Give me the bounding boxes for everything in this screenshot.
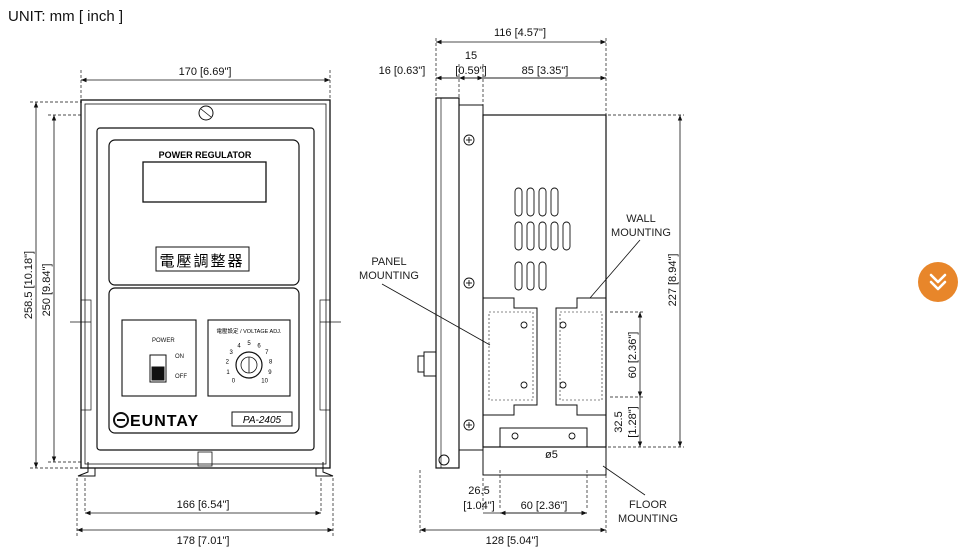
- vent-slot: [526, 187, 535, 217]
- unit-label: UNIT: mm [ inch ]: [8, 8, 124, 25]
- dim-side-seg2b: [0.59"]: [455, 65, 486, 77]
- dim-side-seg1: 16 [0.63"]: [379, 65, 426, 77]
- dim-front-width: 170 [6.69"]: [179, 66, 232, 78]
- vent-slot: [550, 221, 559, 251]
- brand-name: EUNTAY: [130, 413, 199, 430]
- off-label: OFF: [175, 374, 187, 380]
- dim-offset-a: 26.5: [468, 485, 489, 497]
- dim-front-bottom-inner: 166 [6.54"]: [177, 499, 230, 511]
- panel-label-2: MOUNTING: [359, 270, 419, 282]
- dial-number: 5: [247, 341, 251, 347]
- dial-number: 4: [237, 343, 241, 349]
- vent-slot: [538, 187, 547, 217]
- dial-number: 1: [226, 370, 230, 376]
- dial-number: 2: [226, 360, 230, 366]
- dim-side-depth: 128 [5.04"]: [486, 535, 539, 547]
- dial-number: 9: [268, 370, 272, 376]
- dim-side-total: 116 [4.57"]: [494, 27, 546, 39]
- dim-offset-b: [1.04"]: [463, 500, 494, 512]
- front-view: [30, 70, 341, 538]
- jp-label: 電壓調整器: [159, 252, 244, 270]
- front-view-labels: 170 [6.69"] 258.5 [10.18"] 250 [9.84"] 1…: [23, 66, 282, 547]
- panel-title: POWER REGULATOR: [159, 150, 252, 160]
- dim-front-height-inner: 250 [9.84"]: [41, 264, 53, 317]
- panel-label-1: PANEL: [371, 256, 406, 268]
- floor-label-2: MOUNTING: [618, 513, 678, 525]
- dim-bottom-a: 32.5: [613, 411, 625, 432]
- dial-number: 0: [232, 379, 236, 385]
- floor-label-1: FLOOR: [629, 499, 667, 511]
- dim-front-height-outer: 258.5 [10.18"]: [23, 251, 35, 319]
- vent-slot: [514, 221, 523, 251]
- dim-side-seg3: 85 [3.35"]: [522, 65, 569, 77]
- dim-mount-spacing: 60 [2.36"]: [627, 332, 639, 379]
- double-chevron-down-glyph: [929, 273, 947, 291]
- dial-number: 6: [257, 343, 261, 349]
- dial-number: 3: [230, 350, 234, 356]
- brand-logo: EUNTAY: [113, 412, 199, 430]
- vent-slot: [538, 261, 547, 291]
- vent-slot: [550, 187, 559, 217]
- model-number: PA-2405: [243, 415, 282, 426]
- vent-slot: [538, 221, 547, 251]
- dial-number: 8: [269, 360, 273, 366]
- wall-label-1: WALL: [626, 213, 656, 225]
- vent-slot: [526, 221, 535, 251]
- vent-slot: [514, 261, 523, 291]
- dial-number: 10: [261, 379, 268, 385]
- hole-label: ø5: [545, 449, 558, 461]
- dim-front-bottom-outer: 178 [7.01"]: [177, 535, 230, 547]
- double-chevron-down-icon[interactable]: [918, 262, 958, 302]
- side-view: [381, 38, 684, 535]
- vent-slot: [562, 221, 571, 251]
- dim-side-seg2a: 15: [465, 50, 477, 62]
- vent-slot: [514, 187, 523, 217]
- voltage-label: 電壓設定 / VOLTAGE ADJ.: [217, 327, 282, 335]
- wall-label-2: MOUNTING: [611, 227, 671, 239]
- dim-bottom-b: [1.28"]: [627, 406, 639, 437]
- power-label: POWER: [152, 338, 175, 344]
- vent-slot: [526, 261, 535, 291]
- on-label: ON: [175, 354, 184, 360]
- dim-floor-spacing: 60 [2.36"]: [521, 500, 568, 512]
- dial-number: 7: [265, 350, 269, 356]
- side-view-labels: 116 [4.57"] 16 [0.63"] 15 [0.59"] 85 [3.…: [359, 27, 679, 547]
- dim-side-height: 227 [8.94"]: [667, 254, 679, 307]
